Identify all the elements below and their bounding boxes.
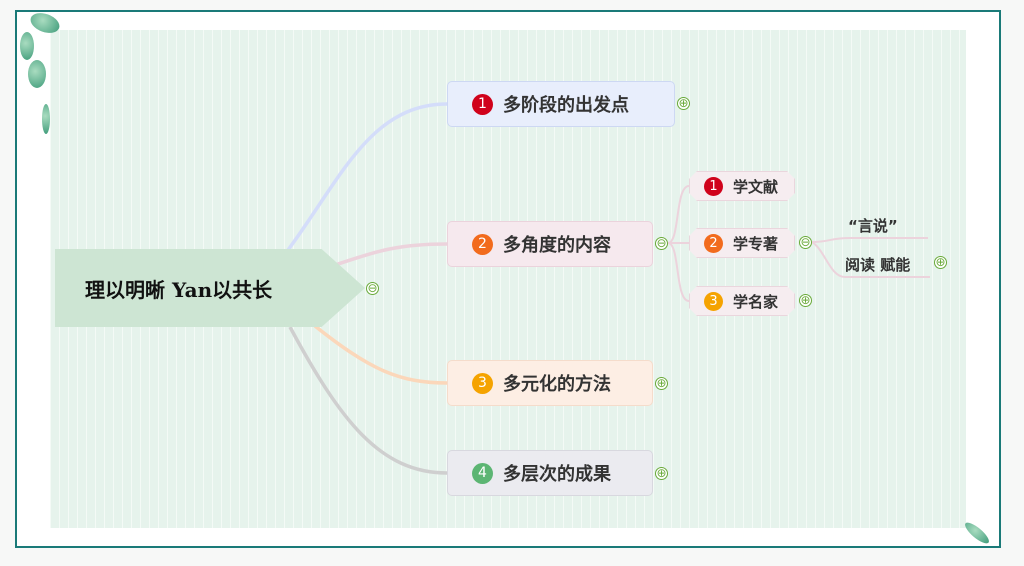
leaf-decoration-icon [42,104,50,134]
link-leaf-1 [811,237,928,243]
branch-topic-2[interactable]: 2 多角度的内容 [447,221,653,267]
number-badge: 1 [704,177,723,196]
leaf-topic-1[interactable]: “言说” [848,217,898,235]
leaf-topic-2[interactable]: 阅读 赋能 [845,256,911,274]
link-branch-3 [313,324,448,385]
leaf-decoration-icon [28,60,46,88]
number-badge: 1 [472,93,493,115]
expand-leaf-2-button[interactable]: ⊕ [934,255,947,269]
branch-label: 多层次的成果 [503,464,611,485]
expand-branch-1-button[interactable]: ⊕ [677,96,690,110]
number-badge: 2 [704,234,723,253]
link-branch-1 [286,102,448,252]
expand-branch-4-button[interactable]: ⊕ [655,466,668,480]
link-branch-4 [288,326,448,475]
subtopic-label: 学名家 [733,292,779,311]
subtopic-1[interactable]: 1 学文献 [689,171,795,201]
collapse-subtopic-2-button[interactable]: ⊖ [799,235,812,249]
subtopic-label: 学专著 [733,234,779,253]
branch-label: 多元化的方法 [503,374,611,395]
expand-subtopic-3-button[interactable]: ⊕ [799,293,812,307]
branch-topic-4[interactable]: 4 多层次的成果 [447,450,653,496]
link-sub-1 [667,185,690,244]
branch-label: 多阶段的出发点 [503,95,629,116]
branch-topic-3[interactable]: 3 多元化的方法 [447,360,653,406]
number-badge: 3 [472,372,493,394]
branch-topic-1[interactable]: 1 多阶段的出发点 [447,81,675,127]
collapse-root-button[interactable]: ⊖ [366,281,379,295]
subtopic-2[interactable]: 2 学专著 [689,228,795,258]
expand-branch-3-button[interactable]: ⊕ [655,376,668,390]
subtopic-3[interactable]: 3 学名家 [689,286,795,316]
branch-label: 多角度的内容 [503,235,611,256]
link-leaf-2 [811,241,930,278]
link-branch-2 [334,242,448,267]
leaf-decoration-icon [20,32,34,60]
number-badge: 3 [704,292,723,311]
link-sub-3 [667,242,690,302]
root-topic[interactable]: 理以明晰 Yan以共长 [55,249,365,327]
number-badge: 2 [472,233,493,255]
root-label: 理以明晰 Yan以共长 [85,277,273,302]
collapse-branch-2-button[interactable]: ⊖ [655,236,668,250]
number-badge: 4 [472,462,493,484]
subtopic-label: 学文献 [733,177,779,196]
